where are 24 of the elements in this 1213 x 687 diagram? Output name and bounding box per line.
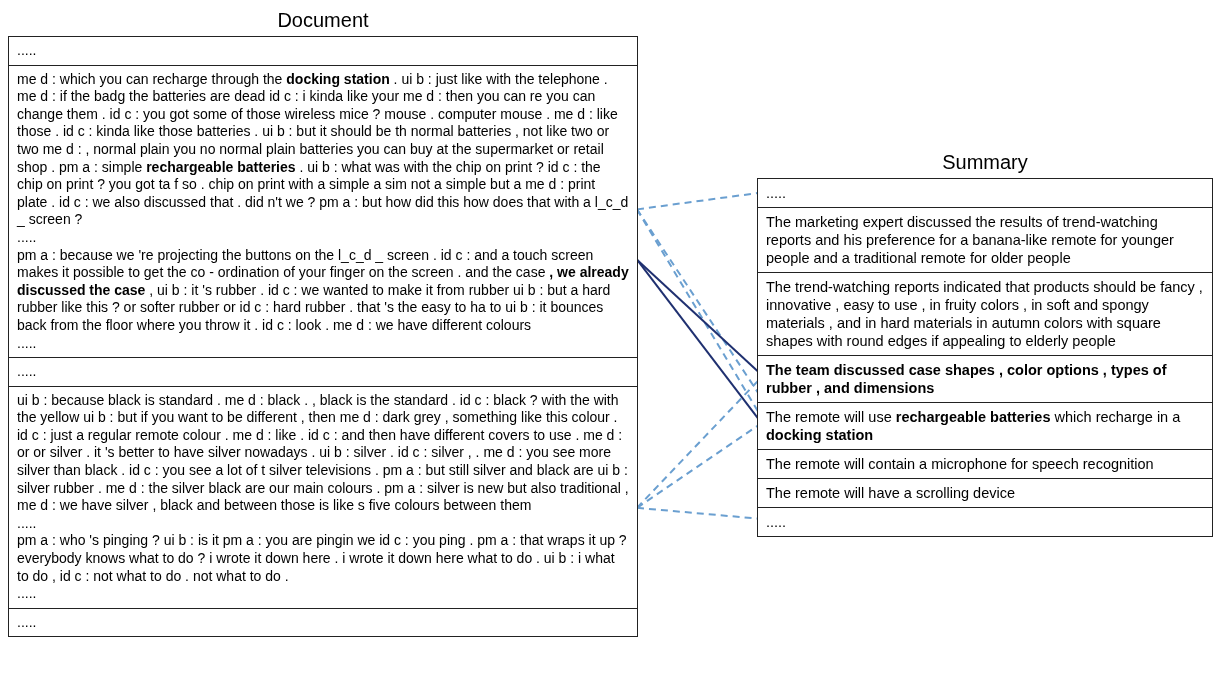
summary-sentence: The remote will have a scrolling device — [766, 484, 1017, 502]
summary-sentence: The remote will contain a microphone for speech recognition — [766, 455, 1155, 473]
column-heading: Document — [276, 8, 370, 33]
transcript-text: ui b : because black is standard . me d : black . , black is the standard . id c : black ? with the with the yellow ui b : but if you want to be different , then me d : dark grey , something like this colour . id c : just a regular remote colour . me d : like . id c : and then have different covers to use . me d : or or silver . it 's better to have silver nowadays . ui b : silver . id c : silver , . me d : you see more silver than black . id c : you see a lot of t silver televisions . pm a : but still silver and black are ui b : silver rubber . me d : the silver black are our main colours . pm a : silver is new but also traditional , me d : we have silver , black and between those is like s five colours between them — [17, 391, 629, 515]
summary-sentence: ..... — [766, 513, 788, 531]
connector-line — [636, 258, 759, 420]
connector-line — [636, 424, 759, 509]
transcript-text: ..... — [17, 514, 38, 533]
summary-sentence: The team discussed case shapes , color options , types of rubber , and dimensions — [766, 361, 1168, 397]
transcript-text: ..... — [17, 363, 38, 381]
transcript-text: ..... — [17, 334, 38, 353]
summary-sentence: The trend-watching reports indicated that products should be fancy , innovative , easy to use , in fruity colors , in soft and spongy materials , and in hard materials in autumn colors with square shapes with round edges if appealing to elderly people — [766, 278, 1204, 350]
transcript-text: ..... — [17, 613, 38, 632]
transcript-text: pm a : because we 're projecting the buttons on the l_c_d _ screen . id c : and a touch screen makes it possible to get the co - ordination of your finger on the screen . and the case , we already discussed the case , ui b : it 's rubber . id c : we wanted to make it from rubber ui b : but a hard rubber like this ? or softer rubber or id c : hard rubber . that 's the easy to ha to ui b : it bounces back from the floor where you throw it . id c : look . me d : we have different colours — [17, 246, 629, 335]
connector-line — [636, 192, 759, 211]
column-heading: Summary — [941, 150, 1029, 175]
transcript-text: ..... — [17, 585, 38, 603]
transcript-text: ..... — [17, 228, 38, 247]
summary-sentence: The remote will use rechargeable batteries which recharge in a docking station — [766, 408, 1182, 444]
transcript-text: ..... — [17, 42, 38, 60]
summary-sentence: ..... — [766, 184, 788, 202]
transcript-text: me d : which you can recharge through the docking station . ui b : just like with the telephone . me d : if the badg the batteries are dead id c : i kinda like your me d : then you can re you can change them . id c : you got some of those wireless mice ? mouse . computer mouse . me d : like those . id c : kinda like those batteries . ui b : but it should be th normal batteries , not like two or two me d : , normal plain you no normal plain batteries you can buy at the supermarket or retail shop . pm a : simple rechargeable batteries . ui b : what was with the chip on print ? id c : the chip on print ? you got ta f so . chip on print with a simple a sim not a simple but a me d : print plate . id c : we also discussed that . did n't we ? pm a : but how did this how does that with a l_c_d _ screen ? — [17, 70, 629, 229]
summary-sentence: The marketing expert discussed the results of trend-watching reports and his preference for a banana-like remote for younger people and a traditional remote for older people — [766, 213, 1175, 267]
transcript-text: pm a : who 's pinging ? ui b : is it pm a : you are pingin we id c : you ping . pm a : that wraps it up ? everybody knows what to do ? i wrote it down here . i wrote it down here what to do . ui b : i what to do , id c : not what to do . not what to do . — [17, 532, 628, 586]
